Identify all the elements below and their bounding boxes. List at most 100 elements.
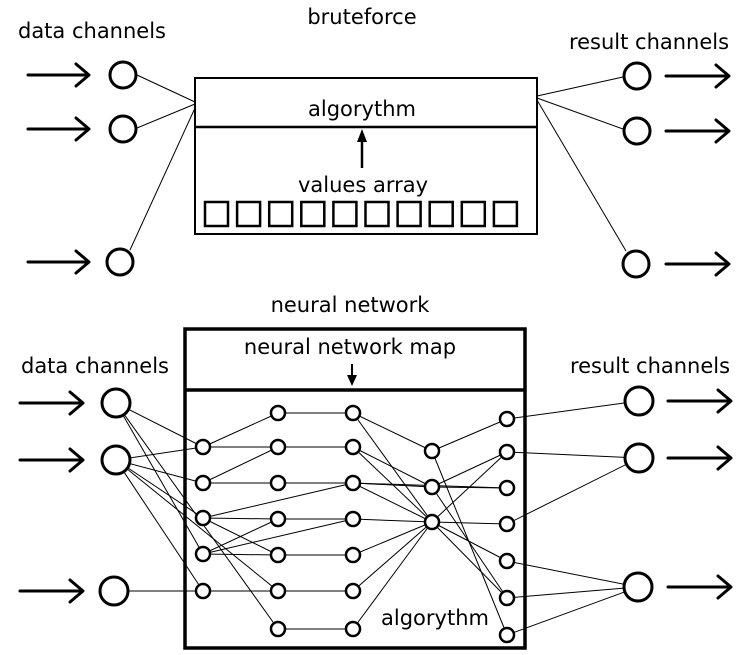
neural-network-title: neural network	[271, 293, 431, 317]
bruteforce-output-channel	[622, 61, 731, 91]
array-cell	[332, 200, 358, 228]
nn-edge	[202, 518, 354, 555]
neural-network-map-label: neural network map	[244, 335, 456, 359]
nn-node	[344, 404, 362, 422]
array-cell	[396, 200, 422, 228]
nn-edge	[352, 518, 433, 523]
nn-node	[269, 474, 287, 492]
nn-node	[344, 620, 362, 638]
bruteforce-output-channel	[622, 116, 731, 146]
nn-edge	[352, 412, 433, 452]
nn-node	[269, 582, 287, 600]
nn-edge	[506, 457, 640, 525]
nn-node	[498, 410, 516, 428]
neural-output-channel	[622, 571, 733, 603]
array-cell	[492, 200, 519, 228]
nn-node	[344, 510, 362, 528]
array-cell	[203, 200, 230, 228]
nn-node	[194, 582, 212, 600]
nn-node	[423, 442, 441, 460]
bruteforce-output-channel	[621, 249, 731, 279]
nn-edge	[431, 418, 508, 452]
nn-edge	[431, 521, 508, 562]
bruteforce-input-channel	[26, 114, 138, 144]
nn-node	[269, 438, 287, 456]
nn-node	[423, 478, 441, 496]
array-cell	[364, 200, 390, 228]
array-cell	[300, 200, 326, 228]
array-cell	[460, 200, 487, 228]
nn-edge	[431, 521, 508, 599]
nn-edge	[431, 486, 508, 599]
nn-node	[194, 545, 212, 563]
nn-node	[498, 552, 516, 570]
nn-node	[498, 479, 516, 497]
nn-node	[498, 443, 516, 461]
nn-edge	[431, 521, 508, 525]
nn-edge	[115, 459, 204, 592]
bruteforce-input-channel	[26, 247, 135, 277]
nn-node	[194, 474, 212, 492]
values-array-arrow	[357, 129, 367, 168]
bruteforce-algorithm-label: algorythm	[308, 97, 416, 121]
nn-edge	[115, 402, 204, 555]
nn-node	[344, 582, 362, 600]
nn-node	[423, 513, 441, 531]
nn-edge	[352, 482, 433, 523]
nn-node	[344, 474, 362, 492]
bruteforce-section: bruteforce data channels result channels…	[18, 5, 731, 279]
neural-section: neural network data channels result chan…	[18, 293, 733, 650]
values-array	[203, 200, 519, 228]
nn-node	[344, 546, 362, 564]
neural-input-channel	[18, 387, 132, 419]
nn-edge	[506, 451, 640, 459]
neural-network-nodes	[194, 404, 516, 644]
neural-map-arrow	[347, 364, 357, 386]
nn-edge	[352, 521, 433, 556]
nn-node	[269, 620, 287, 638]
nn-node	[344, 438, 362, 456]
nn-edge	[506, 586, 639, 636]
nn-node	[498, 626, 516, 644]
nn-edge	[352, 521, 433, 592]
nn-node	[269, 510, 287, 528]
neural-network-edges	[114, 400, 640, 636]
neural-input-channel	[18, 575, 130, 607]
values-array-label: values array	[298, 173, 428, 197]
neural-data-channels-label: data channels	[21, 354, 169, 378]
nn-edge	[202, 553, 279, 556]
neural-output-channel	[623, 442, 733, 474]
neural-output-channel	[623, 385, 733, 417]
neural-result-channels-label: result channels	[570, 354, 730, 378]
nn-edge	[202, 482, 354, 519]
nn-edge	[202, 517, 279, 520]
bruteforce-title: bruteforce	[307, 5, 416, 29]
nn-node	[194, 509, 212, 527]
nn-edge	[115, 402, 204, 448]
nn-edge	[506, 586, 639, 599]
nn-edge	[352, 446, 433, 488]
nn-edge	[352, 521, 433, 630]
nn-edge	[115, 459, 279, 592]
nn-node	[269, 546, 287, 564]
bruteforce-data-channels-label: data channels	[18, 19, 166, 43]
nn-node	[269, 404, 287, 422]
nn-node	[194, 438, 212, 456]
array-cell	[235, 200, 262, 228]
nn-edge	[202, 518, 279, 555]
nn-edge	[431, 451, 508, 488]
bruteforce-result-channels-label: result channels	[569, 30, 729, 54]
array-cell	[267, 200, 294, 228]
neural-input-channel	[18, 444, 132, 476]
nn-edge	[202, 412, 279, 448]
nn-edge	[506, 560, 639, 588]
bruteforce-connections	[129, 74, 627, 252]
nn-node	[498, 589, 516, 607]
nn-edge	[202, 446, 279, 484]
bruteforce-input-channel	[26, 60, 138, 90]
nn-edge	[506, 400, 640, 420]
nn-node	[498, 515, 516, 533]
nn-edge	[431, 451, 508, 523]
array-cell	[428, 200, 454, 228]
